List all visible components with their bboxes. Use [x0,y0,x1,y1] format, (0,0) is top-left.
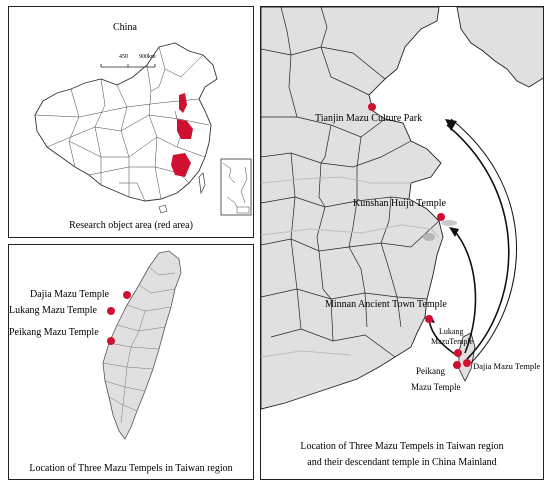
south-china-sea-inset [220,158,252,216]
lukang-label-main-line2: MazuTemple [431,337,474,346]
taiwan-island [198,172,206,195]
arrow-to-tianjin-outer [450,118,517,364]
dajia-marker [123,291,131,299]
province-borders-main [261,7,440,358]
taiwan-panel: Dajia Mazu Temple Lukang Mazu Temple Pei… [8,244,254,480]
mainland-temple-markers [368,103,471,369]
county-borders [102,266,176,424]
yangtze-estuary [441,220,457,226]
lukang-label-main-line1: Lukang [439,327,464,336]
taiwan-outline [102,250,182,440]
mainland-land [261,7,444,410]
tianjin-label: Tianjin Mazu Culture Park [315,113,423,124]
arrowhead-kunshan [449,227,459,237]
lukang-marker-main [454,349,462,357]
peikang-label: Peikang Mazu Temple [9,327,99,338]
rivers [261,176,440,358]
mainland-caption-line2: and their descendant temple in China Mai… [307,457,497,468]
scale-bar [100,64,156,68]
peikang-label-main-line1: Peikang [416,366,445,376]
minnan-label: Minnan Ancient Town Temple [325,299,447,310]
arrow-to-tianjin [446,124,510,360]
china-overview-panel: China 450 900km Research object area (re… [8,6,254,238]
lukang-label: Lukang Mazu Temple [9,305,97,316]
mainland-panel: Tianjin Mazu Culture Park Kunshan Huiju … [260,6,544,480]
taiwan-panel-caption: Location of Three Mazu Tempels in Taiwan… [29,463,233,474]
lukang-marker [107,307,115,315]
scale-label-900km: 900km [139,54,156,60]
mainland-caption-line1: Location of Three Mazu Tempels in Taiwan… [300,441,504,452]
hainan-island [158,204,168,214]
kunshan-marker [437,213,445,221]
dajia-label-main: Dajia Mazu Temple [473,361,541,371]
china-map-title: China [113,22,137,33]
peikang-label-main-line2: Mazu Temple [411,382,461,392]
taiwan-temple-markers [107,291,131,345]
dajia-label: Dajia Mazu Temple [30,289,110,300]
minnan-marker [425,315,433,323]
scale-label-450: 450 [119,54,128,60]
liaodong-korea-land [456,7,543,88]
arrow-to-kunshan [452,228,477,354]
mainland-map [261,7,543,410]
peikang-marker-main [453,361,461,369]
taihu-lake [423,233,435,241]
china-map [34,42,252,216]
dajia-marker-main [463,359,471,367]
migration-arrows [428,118,517,364]
arrowhead-tianjin [445,119,457,131]
china-panel-caption: Research object area (red area) [69,220,193,231]
tianjin-marker [368,103,376,111]
peikang-marker [107,337,115,345]
research-area-highlight [171,93,193,177]
taiwan-map [102,250,182,440]
kunshan-label: Kunshan Huiju Temple [353,198,446,209]
